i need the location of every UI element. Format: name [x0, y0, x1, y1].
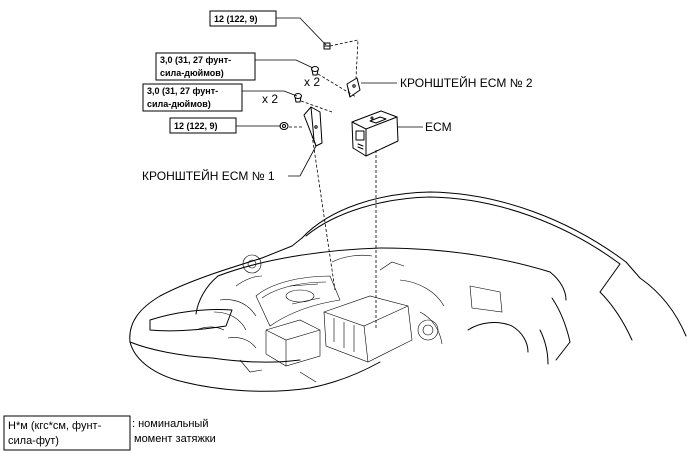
torque-box-2: 3,0 (31, 27 фунт- сила-дюймов) x 2 [155, 52, 320, 89]
torque-box-4-text: 12 (122, 9) [174, 121, 218, 131]
ecm-unit [351, 110, 399, 157]
label-ecm: ECM [425, 120, 452, 134]
legend-desc-line1: : номинальный [132, 418, 208, 430]
ecm-bracket-no1 [303, 106, 323, 147]
dashed-guide-lines [289, 39, 377, 330]
nut-left [279, 122, 289, 130]
ecm-bracket-no2 [346, 77, 361, 98]
torque-box-3: 3,0 (31, 27 фунт- сила-дюймов) x 2 [142, 83, 298, 112]
vehicle-body [129, 191, 687, 392]
torque-box-2-line2: сила-дюймов) [160, 68, 224, 78]
torque-box-4: 12 (122, 9) [169, 117, 281, 134]
label-ecm-bracket-no2: КРОНШТЕЙН ECM № 2 [400, 75, 533, 90]
torque-box-3-line2: сила-дюймов) [147, 99, 211, 109]
torque-box-2-line1: 3,0 (31, 27 фунт- [160, 55, 231, 65]
engine-bay [195, 254, 503, 383]
quantity-label-2: x 2 [262, 92, 278, 106]
quantity-label-1: x 2 [304, 75, 320, 89]
legend-desc-line2: момент затяжки [134, 433, 216, 445]
torque-box-1-text: 12 (122, 9) [214, 14, 258, 24]
legend-box-line1: Н*м (кгс*см, фунт- [8, 420, 102, 432]
bolt-lower [294, 93, 302, 103]
bolt-upper [311, 66, 319, 76]
label-ecm-bracket-no1: КРОНШТЕЙН ECM № 1 [142, 168, 275, 183]
torque-box-3-line1: 3,0 (31, 27 фунт- [147, 86, 218, 96]
legend: Н*м (кгс*см, фунт- сила-фут) : номинальн… [3, 415, 216, 451]
torque-box-1: 12 (122, 9) [209, 10, 327, 46]
legend-box-line2: сила-фут) [8, 435, 59, 447]
